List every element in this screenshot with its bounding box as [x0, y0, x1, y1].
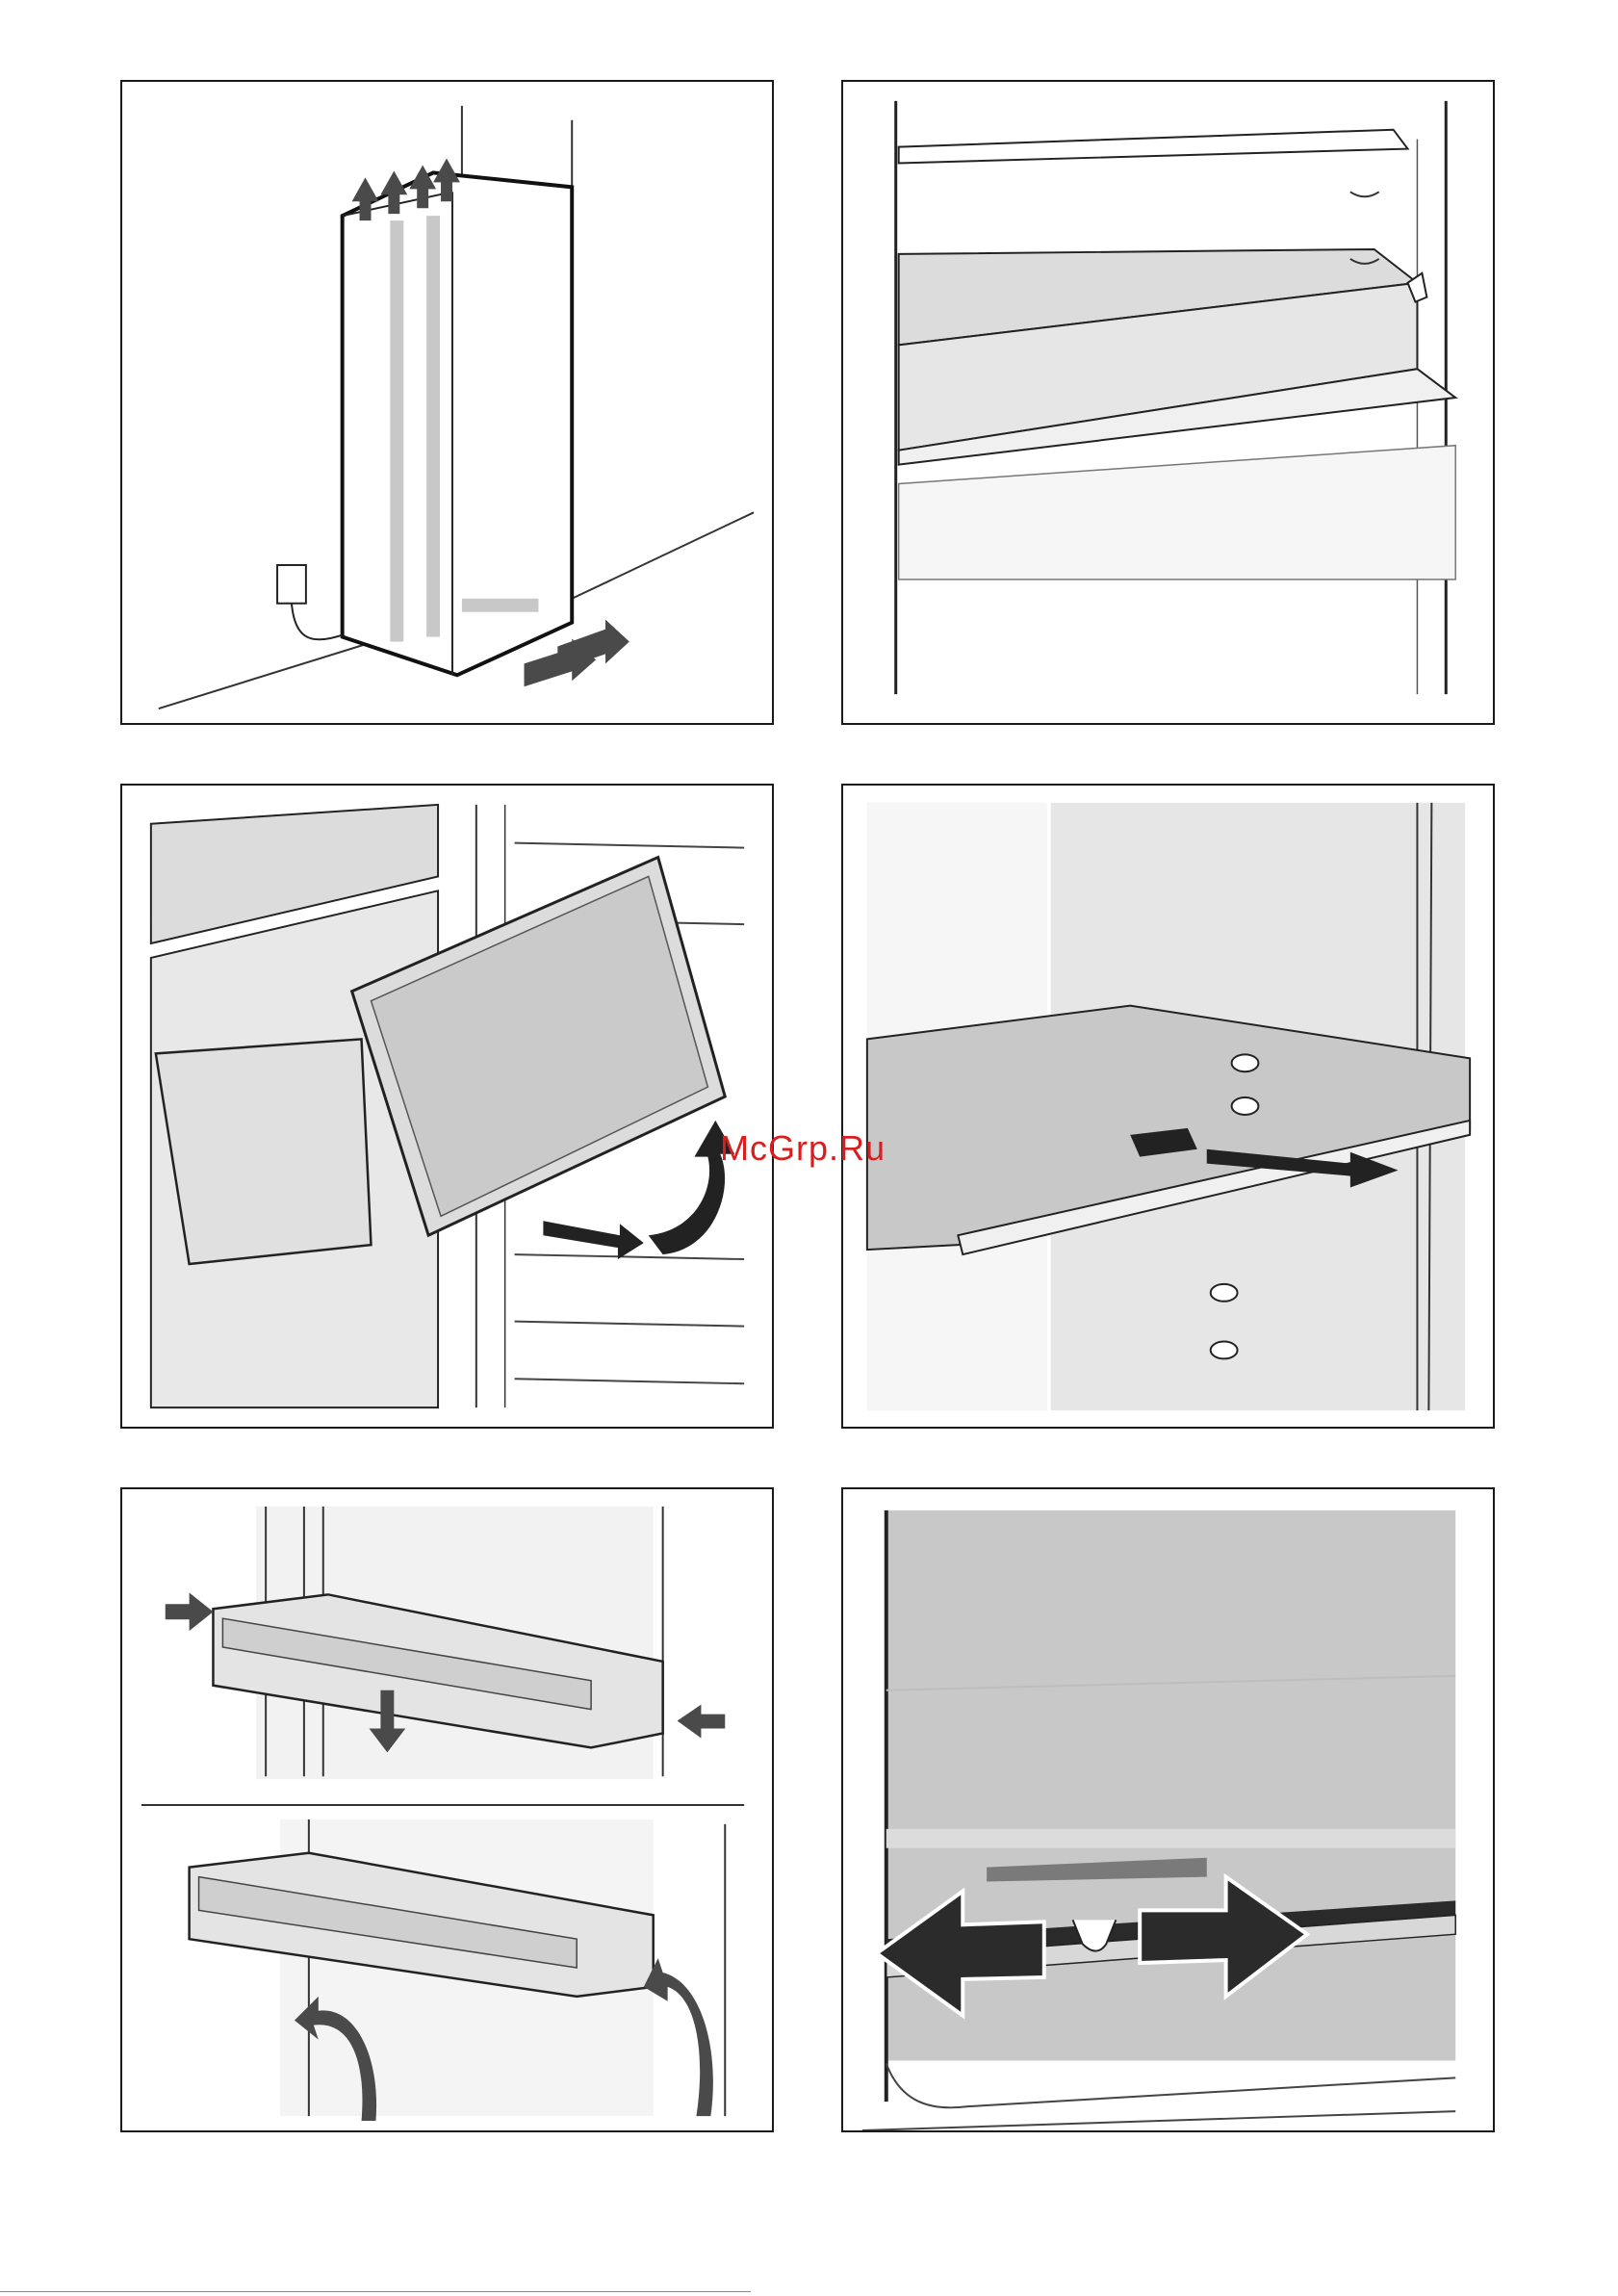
footer-rule [0, 2291, 751, 2292]
figure-divider-slide [841, 1487, 1495, 2132]
glass-shelf-illustration [843, 786, 1493, 1427]
door-bin-illustration [122, 1489, 772, 2130]
shelf-icon [899, 130, 1408, 164]
watermark: McGrp.Ru [720, 1128, 886, 1169]
figure-door-bin-removal [120, 1487, 774, 2132]
divider-slide-illustration [843, 1489, 1493, 2130]
appliance-airflow-illustration [122, 82, 772, 723]
figure-glass-shelf-removal [841, 784, 1495, 1429]
figure-ventilation [120, 80, 774, 725]
figure-drawer-removal [120, 784, 774, 1429]
figure-shelf-with-drawer [841, 80, 1495, 725]
shelf-drawer-illustration [843, 82, 1493, 723]
drawer-removal-illustration [122, 786, 772, 1427]
